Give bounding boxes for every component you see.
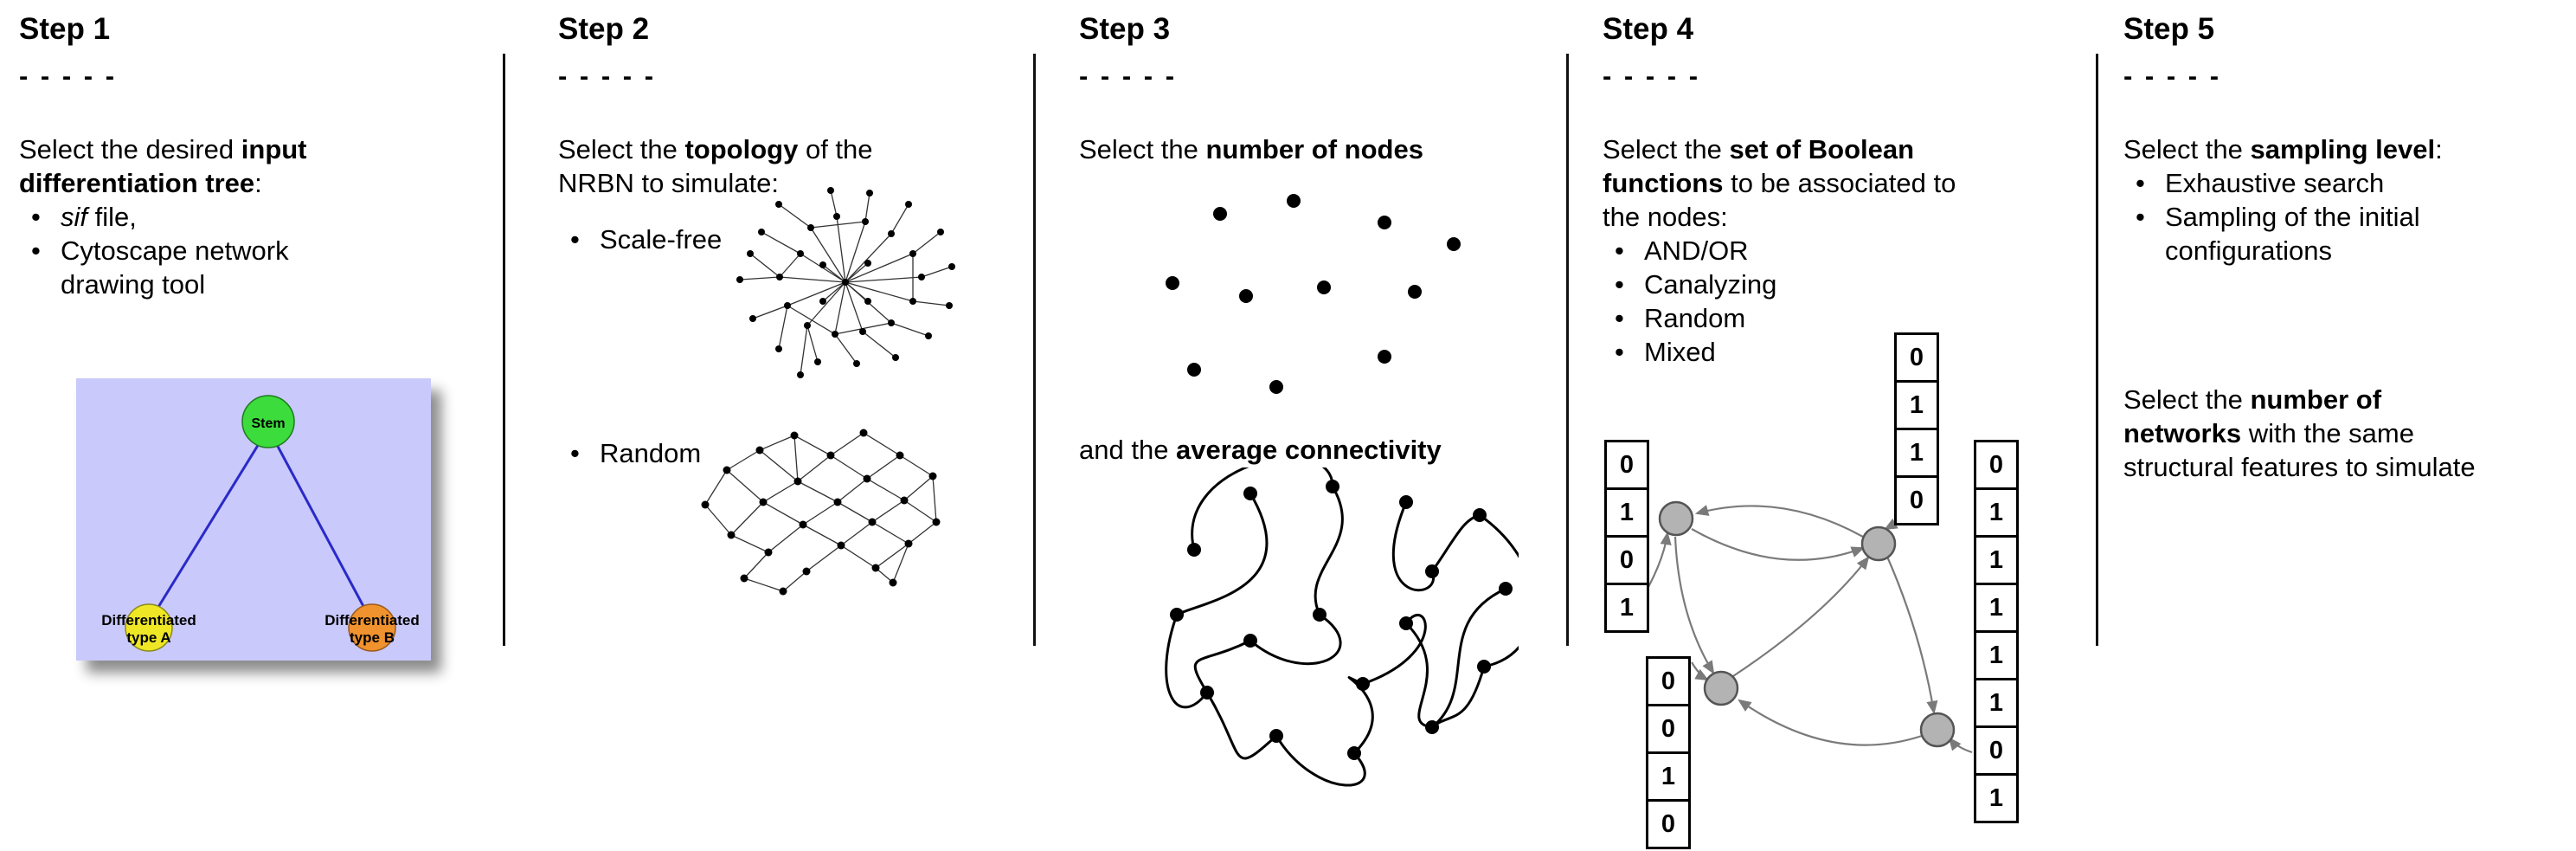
nodes-dots-figure (1166, 194, 1461, 394)
column-divider (2096, 54, 2098, 646)
connectivity-tangle-figure (1165, 467, 1519, 787)
step-4-bullet-and-or: AND/OR (1603, 234, 2052, 268)
truth-table-right: 0 1 1 1 1 1 0 1 (1974, 440, 2019, 823)
step-1-title: Step 1 (19, 12, 111, 46)
truth-cell: 1 (1646, 751, 1691, 802)
text-line: Select the desired input (19, 134, 307, 164)
step-5-bullet-exhaustive: Exhaustive search (2123, 166, 2569, 200)
column-divider (1033, 54, 1036, 646)
truth-cell: 1 (1604, 487, 1649, 538)
tree-edge-a (147, 428, 270, 623)
truth-cell: 0 (1894, 332, 1939, 383)
truth-cell: 1 (1604, 583, 1649, 633)
step-1-intro: Select the desired input differentiation… (19, 132, 491, 200)
step-3-title: Step 3 (1079, 12, 1171, 46)
truth-cell: 1 (1974, 535, 2019, 585)
text-line: the nodes: (1603, 202, 1728, 232)
text-line: differentiation tree: (19, 168, 262, 198)
truth-cell: 0 (1974, 440, 2019, 490)
random-network-figure (701, 429, 941, 596)
step-2-bullet-scale-free: Scale-free (558, 222, 995, 256)
boolean-node (1919, 712, 1956, 748)
step-5-column: Step 5 - - - - - Select the sampling lev… (2123, 12, 2569, 484)
step-2-bullet-random: Random (558, 436, 995, 470)
step-1-bullet-sif-file: sif file, (19, 200, 491, 234)
stem-label: Stem (251, 416, 285, 431)
step-2-column: Step 2 - - - - - Select the topology of … (558, 12, 995, 470)
text-line: Select the set of Boolean (1603, 134, 1915, 164)
truth-cell: 0 (1604, 440, 1649, 490)
scale-free-network-figure (736, 187, 955, 378)
stem-node (241, 395, 295, 448)
text-line: structural features to simulate (2123, 452, 2476, 482)
boolean-graph-nodes (1658, 500, 1956, 748)
step-5-networks-paragraph: Select the number of networks with the s… (2123, 383, 2569, 484)
step-3-column: Step 3 - - - - - Select the number of no… (1079, 12, 1577, 166)
step-4-bullet-canalyzing: Canalyzing (1603, 268, 2052, 301)
text-line: Select the number of nodes (1079, 134, 1423, 164)
truth-cell: 0 (1646, 656, 1691, 706)
truth-cell: 1 (1974, 487, 2019, 538)
text-line: Select the sampling level: (2123, 134, 2443, 164)
step-5-intro: Select the sampling level: (2123, 132, 2569, 166)
text-line: Select the number of (2123, 384, 2382, 415)
step-4-bullet-random: Random (1603, 301, 2052, 335)
step-5-dashes: - - - - - (2123, 61, 2222, 91)
truth-table-bottom: 0 0 1 0 (1646, 656, 1691, 849)
differentiation-tree-svg: Stem Differentiated type A Differentiate… (76, 378, 431, 661)
type-b-node (348, 603, 396, 652)
truth-table-top: 0 1 1 0 (1894, 332, 1939, 525)
truth-cell: 0 (1646, 704, 1691, 754)
step-2-intro: Select the topology of the NRBN to simul… (558, 132, 995, 200)
step-3-line1: Select the number of nodes (1079, 132, 1577, 166)
step-3-line2: and the average connectivity (1079, 435, 1442, 465)
step-2-dashes: - - - - - (558, 61, 657, 91)
type-a-node (125, 603, 173, 652)
column-divider (503, 54, 505, 646)
text-line: NRBN to simulate: (558, 168, 779, 198)
truth-cell: 1 (1974, 773, 2019, 823)
step-1-bullet-cytoscape: Cytoscape network drawing tool (19, 234, 491, 301)
truth-cell: 1 (1974, 583, 2019, 633)
truth-cell: 1 (1894, 428, 1939, 478)
truth-cell: 1 (1894, 380, 1939, 430)
truth-cell: 0 (1604, 535, 1649, 585)
step-1-dashes: - - - - - (19, 61, 118, 91)
boolean-graph-edges (1648, 505, 1973, 754)
step-5-bullet-sampling: Sampling of the initial configurations (2123, 200, 2569, 268)
step-1-column: Step 1 - - - - - Select the desired inpu… (19, 12, 491, 301)
truth-cell: 0 (1894, 475, 1939, 525)
step-4-column: Step 4 - - - - - Select the set of Boole… (1603, 12, 2052, 369)
boolean-graph-svg (1648, 500, 1973, 754)
text-line: Select the topology of the (558, 134, 873, 164)
type-a-label: Differentiated (101, 612, 196, 629)
tree-edge-b (267, 428, 374, 623)
differentiation-tree-figure: Stem Differentiated type A Differentiate… (76, 378, 431, 661)
boolean-network-figure: 0 1 0 1 0 1 1 0 0 1 1 1 1 1 0 1 0 0 1 0 (1603, 331, 2035, 850)
boolean-node (1658, 500, 1694, 537)
type-a-label: type A (126, 629, 170, 646)
boolean-node (1703, 670, 1739, 706)
step-2-title: Step 2 (558, 12, 650, 46)
boolean-node (1860, 525, 1897, 562)
truth-cell: 1 (1974, 630, 2019, 680)
type-b-label: type B (350, 629, 395, 646)
step-5-title: Step 5 (2123, 12, 2215, 46)
text-line: functions to be associated to (1603, 168, 1956, 198)
step-3-dashes: - - - - - (1079, 61, 1178, 91)
truth-cell: 1 (1974, 678, 2019, 728)
step-4-title: Step 4 (1603, 12, 1694, 46)
column-divider (1566, 54, 1569, 646)
text-line: networks with the same (2123, 418, 2414, 448)
step-4-dashes: - - - - - (1603, 61, 1701, 91)
truth-table-left: 0 1 0 1 (1604, 440, 1649, 633)
step-4-intro: Select the set of Boolean functions to b… (1603, 132, 2052, 234)
truth-cell: 0 (1974, 725, 2019, 776)
step-4-bullet-mixed: Mixed (1603, 335, 2052, 369)
type-b-label: Differentiated (324, 612, 420, 629)
truth-cell: 0 (1646, 799, 1691, 849)
